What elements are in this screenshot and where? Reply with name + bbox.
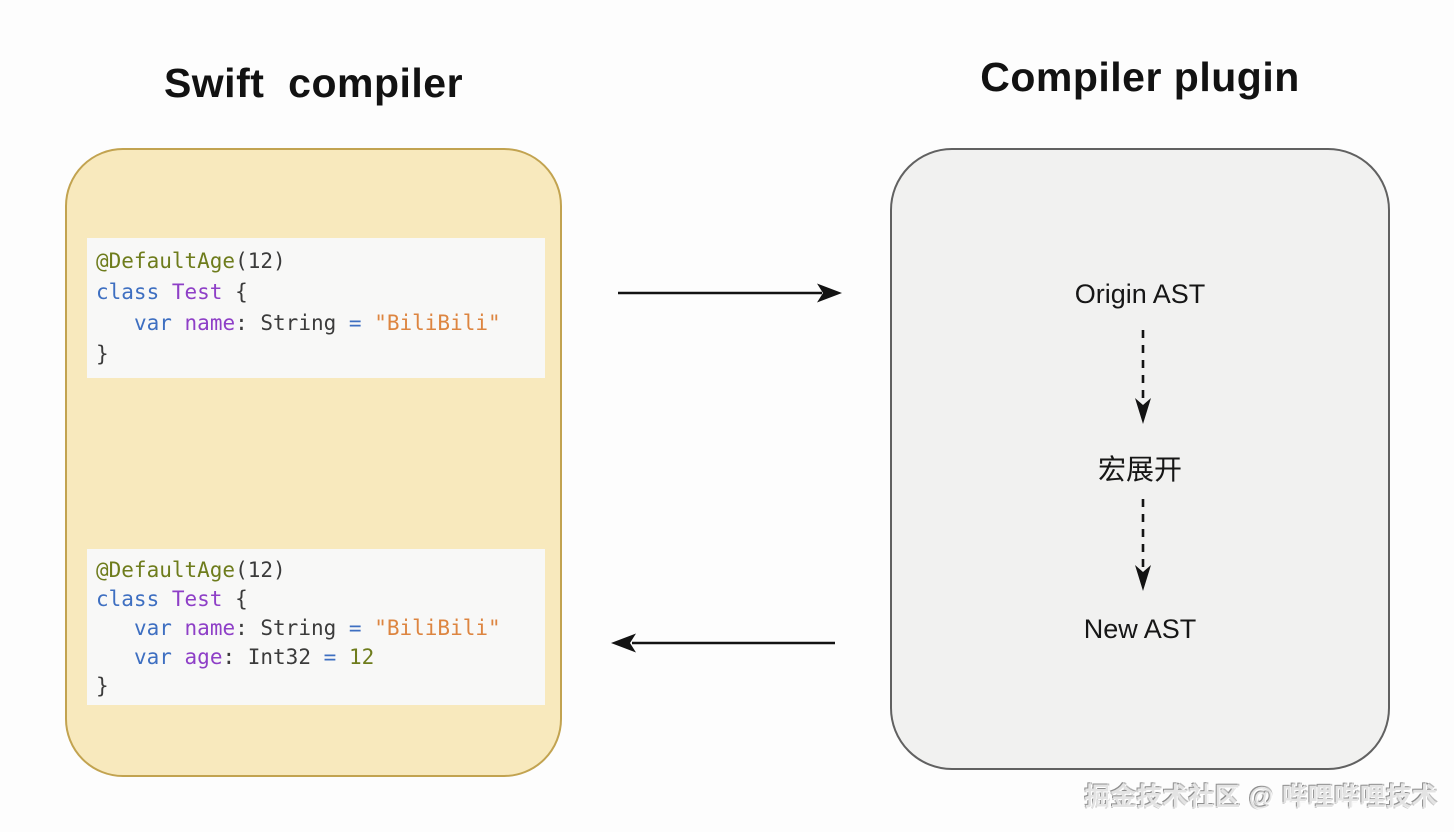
compiler-plugin-box: Origin AST 宏展开 New AST <box>890 148 1390 770</box>
step-macro-expansion: 宏展开 <box>1097 454 1182 485</box>
arrow-compiler-to-plugin-icon <box>618 283 842 303</box>
arrow-plugin-to-compiler-icon <box>611 633 835 653</box>
code-block-original: @DefaultAge(12)class Test { var name: St… <box>87 238 545 378</box>
compiler-plugin-title: Compiler plugin <box>980 54 1300 100</box>
watermark-text: 掘金技术社区 @ 哔哩哔哩技术 <box>1084 783 1438 811</box>
step-new-ast: New AST <box>1083 614 1197 644</box>
dashed-down-arrow-icon <box>1135 499 1151 591</box>
swift-compiler-title: Swift compiler <box>163 60 464 106</box>
dashed-down-arrow-icon <box>1135 330 1151 424</box>
swift-compiler-box: @DefaultAge(12)class Test { var name: St… <box>65 148 562 777</box>
code-block-macro-expanded: @DefaultAge(12)class Test { var name: St… <box>87 549 545 705</box>
step-origin-ast: Origin AST <box>1074 279 1206 309</box>
